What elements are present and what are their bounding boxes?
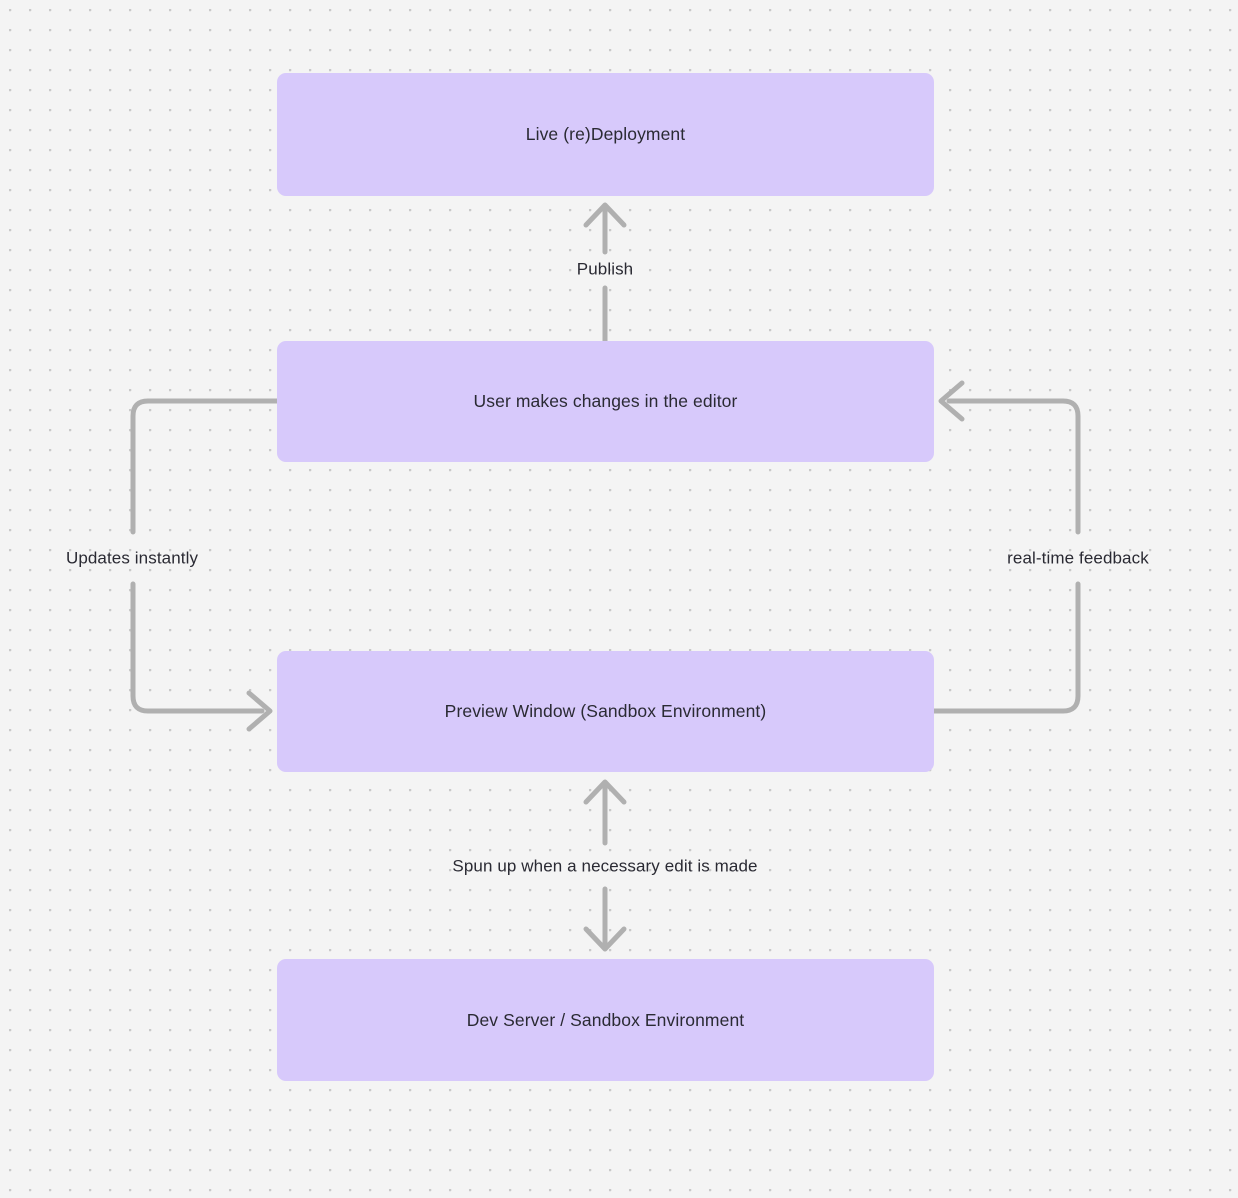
edge-label-spun-up: Spun up when a necessary edit is made bbox=[452, 856, 758, 876]
edge-label-updates-instantly: Updates instantly bbox=[65, 548, 199, 568]
node-user-makes-changes[interactable]: User makes changes in the editor bbox=[277, 341, 934, 462]
node-preview-window[interactable]: Preview Window (Sandbox Environment) bbox=[277, 651, 934, 772]
node-label: Dev Server / Sandbox Environment bbox=[466, 1009, 745, 1030]
edge-label-publish: Publish bbox=[576, 259, 634, 279]
node-label: Preview Window (Sandbox Environment) bbox=[444, 701, 767, 722]
node-label: Live (re)Deployment bbox=[525, 124, 686, 145]
edge-label-real-time-feedback: real-time feedback bbox=[1007, 548, 1149, 568]
node-label: User makes changes in the editor bbox=[473, 391, 738, 412]
node-live-redeployment[interactable]: Live (re)Deployment bbox=[277, 73, 934, 196]
edge-real-time-feedback bbox=[931, 380, 1081, 714]
node-dev-server[interactable]: Dev Server / Sandbox Environment bbox=[277, 959, 934, 1081]
